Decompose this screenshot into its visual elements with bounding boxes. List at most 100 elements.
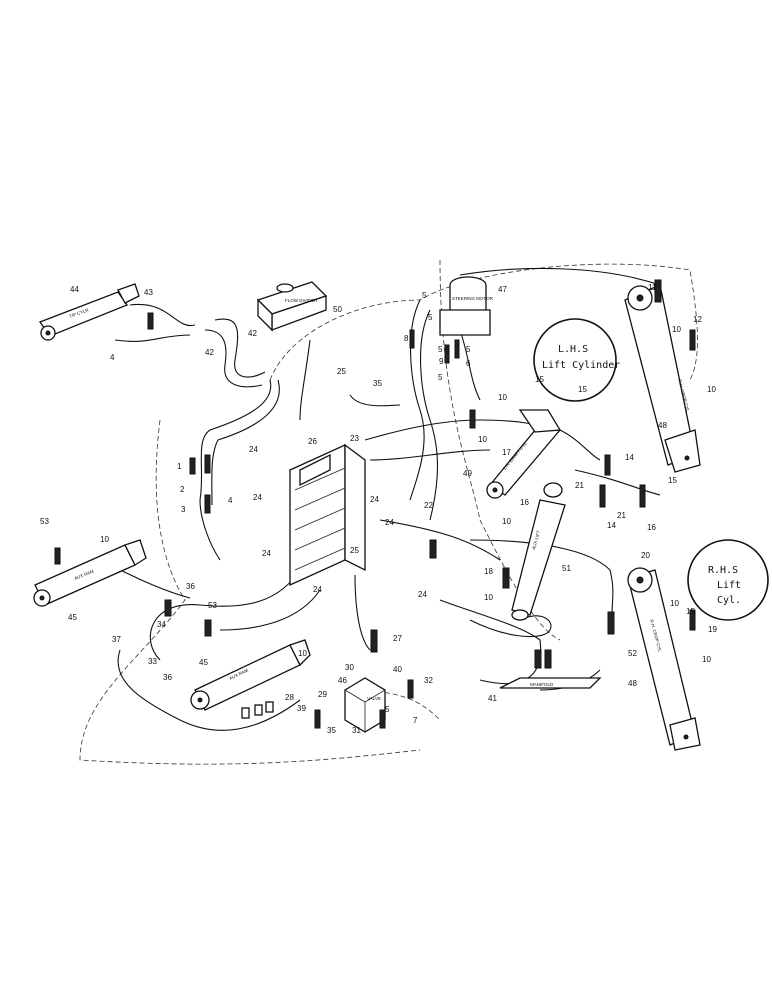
part-number: 4 xyxy=(228,496,233,505)
part-number: 50 xyxy=(333,305,342,314)
part-number: 21 xyxy=(575,481,584,490)
part-number: 10 xyxy=(707,385,716,394)
lift-label: AUX LIFT xyxy=(531,530,541,551)
part-number: 36 xyxy=(186,582,195,591)
rhs-callout-line2: Lift xyxy=(717,580,741,591)
part-number: 10 xyxy=(672,325,681,334)
part-number: 15 xyxy=(686,607,695,616)
part-number: 46 xyxy=(338,676,347,685)
lhs-callout: L.H.S Lift Cylinder xyxy=(533,318,620,402)
part-number: 26 xyxy=(308,437,317,446)
part-number: 53 xyxy=(208,601,217,610)
part-number: 15 xyxy=(578,385,587,394)
part-number: 23 xyxy=(350,434,359,443)
part-number: 5 xyxy=(466,345,471,354)
part-number: 24 xyxy=(313,585,322,594)
clamp-parts-28 xyxy=(241,701,274,719)
part-number: 24 xyxy=(253,493,262,502)
part-number: 24 xyxy=(370,495,379,504)
part-number: 18 xyxy=(484,567,493,576)
part-number: 24 xyxy=(249,445,258,454)
rhs-callout-line3: Cyl. xyxy=(717,595,741,606)
part-number: 3 xyxy=(181,505,186,514)
part-number: 39 xyxy=(297,704,306,713)
part-number: 28 xyxy=(285,693,294,702)
part-number: 35 xyxy=(373,379,382,388)
part-number: 10 xyxy=(298,649,307,658)
part-number: 49 xyxy=(463,469,472,478)
part-number: 44 xyxy=(70,285,79,294)
manifold-label: MANIFOLD xyxy=(530,682,554,687)
part-number: 45 xyxy=(199,658,208,667)
part-number: 43 xyxy=(144,288,153,297)
part-number: 33 xyxy=(148,657,157,666)
steering-motor: STEERING MOTOR xyxy=(439,276,494,336)
part-number: 10 xyxy=(702,655,711,664)
part-number: 25 xyxy=(350,546,359,555)
part-number: 32 xyxy=(424,676,433,685)
part-number: 6 xyxy=(466,359,471,368)
valve-label: VALVE xyxy=(367,696,381,701)
manifold-41: MANIFOLD xyxy=(499,677,602,689)
part-number: 10 xyxy=(498,393,507,402)
steering-label: STEERING MOTOR xyxy=(452,296,494,301)
part-number: 10 xyxy=(100,535,109,544)
part-number: 51 xyxy=(562,564,571,573)
part-number: 10 xyxy=(502,517,511,526)
valve-block-46: VALVE xyxy=(344,677,386,733)
part-number: 11 xyxy=(648,283,657,292)
part-number: 7 xyxy=(413,716,418,725)
flow-divider-block: FLOW DIVIDER xyxy=(256,281,328,332)
part-number: 10 xyxy=(478,435,487,444)
part-number: 24 xyxy=(262,549,271,558)
part-number: 53 xyxy=(40,517,49,526)
part-number: 21 xyxy=(617,511,626,520)
hose-fittings xyxy=(54,279,696,729)
lhs-callout-line2: Lift Cylinder xyxy=(542,360,620,371)
part-number: 10 xyxy=(484,593,493,602)
part-number: 14 xyxy=(607,521,616,530)
part-number: 15 xyxy=(535,375,544,384)
part-number: 12 xyxy=(693,315,702,324)
part-number: 48 xyxy=(658,421,667,430)
rhs-callout: R.H.S Lift Cyl. xyxy=(687,539,769,621)
part-number: 36 xyxy=(163,673,172,682)
part-number: 19 xyxy=(708,625,717,634)
part-number: 1 xyxy=(177,462,182,471)
part-number: 14 xyxy=(625,453,634,462)
aux-ram-left: AUX RAM xyxy=(33,539,147,607)
part-number: 2 xyxy=(180,485,185,494)
part-number: 41 xyxy=(488,694,497,703)
part-number: 5 xyxy=(438,373,443,382)
part-number: 52 xyxy=(628,649,637,658)
crop-cylinder-top-right: R.H. CROP CYL xyxy=(624,284,701,473)
part-number: 5 xyxy=(422,291,427,300)
part-number: 34 xyxy=(157,620,166,629)
part-number: 8 xyxy=(404,334,409,343)
part-number-labels: 44 43 4 42 42 50 5 47 8 5 5 5 9 5 6 25 3… xyxy=(40,283,717,735)
rhs-callout-line1: R.H.S xyxy=(708,565,738,576)
aux-ram-bottom: AUX RAM xyxy=(190,639,311,711)
part-number: 20 xyxy=(641,551,650,560)
part-number: 45 xyxy=(68,613,77,622)
part-number: 37 xyxy=(112,635,121,644)
part-number: 24 xyxy=(385,518,394,527)
part-number: 42 xyxy=(248,329,257,338)
part-number: 42 xyxy=(205,348,214,357)
part-number: 10 xyxy=(670,599,679,608)
flow-divider-label: FLOW DIVIDER xyxy=(285,298,318,303)
part-number: 16 xyxy=(647,523,656,532)
part-number: 25 xyxy=(337,367,346,376)
part-number: 47 xyxy=(498,285,507,294)
part-number: 31 xyxy=(352,726,361,735)
part-number: 9 xyxy=(439,357,444,366)
part-number: 35 xyxy=(327,726,336,735)
part-number: 22 xyxy=(424,501,433,510)
part-number: 5 xyxy=(385,705,390,714)
part-number: 5 xyxy=(438,345,443,354)
aux-lift-cylinder: AUX LIFT xyxy=(511,482,566,621)
part-number: 16 xyxy=(520,498,529,507)
part-number: 5 xyxy=(428,313,433,322)
crop-cylinder-bottom-right: R.H. CROP CYL xyxy=(627,567,701,751)
